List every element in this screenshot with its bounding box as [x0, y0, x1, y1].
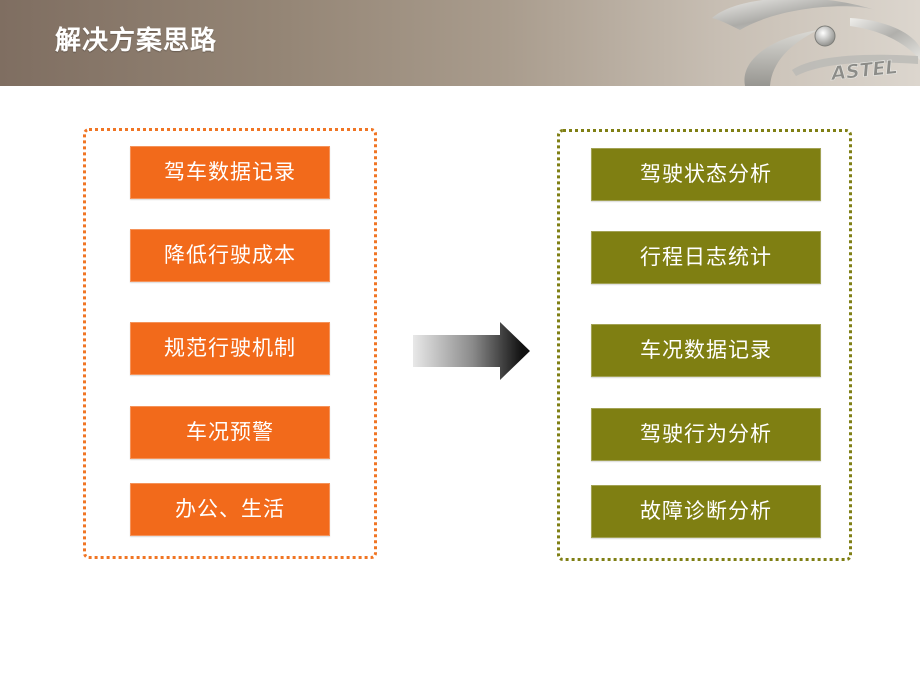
left-item-4: 车况预警	[130, 406, 330, 459]
right-item-5: 故障诊断分析	[591, 485, 821, 538]
right-arrow-icon	[413, 322, 530, 380]
left-item-2: 降低行驶成本	[130, 229, 330, 282]
right-item-2: 行程日志统计	[591, 231, 821, 284]
right-panel	[557, 129, 852, 561]
header-bar: 解决方案思路 A	[0, 0, 920, 86]
castel-logo: ASTEL	[712, 0, 920, 86]
left-panel	[83, 128, 377, 559]
right-item-3: 车况数据记录	[591, 324, 821, 377]
right-item-4: 驾驶行为分析	[591, 408, 821, 461]
left-item-5: 办公、生活	[130, 483, 330, 536]
page-title: 解决方案思路	[55, 26, 218, 56]
left-item-3: 规范行驶机制	[130, 322, 330, 375]
left-item-1: 驾车数据记录	[130, 146, 330, 199]
right-item-1: 驾驶状态分析	[591, 148, 821, 201]
